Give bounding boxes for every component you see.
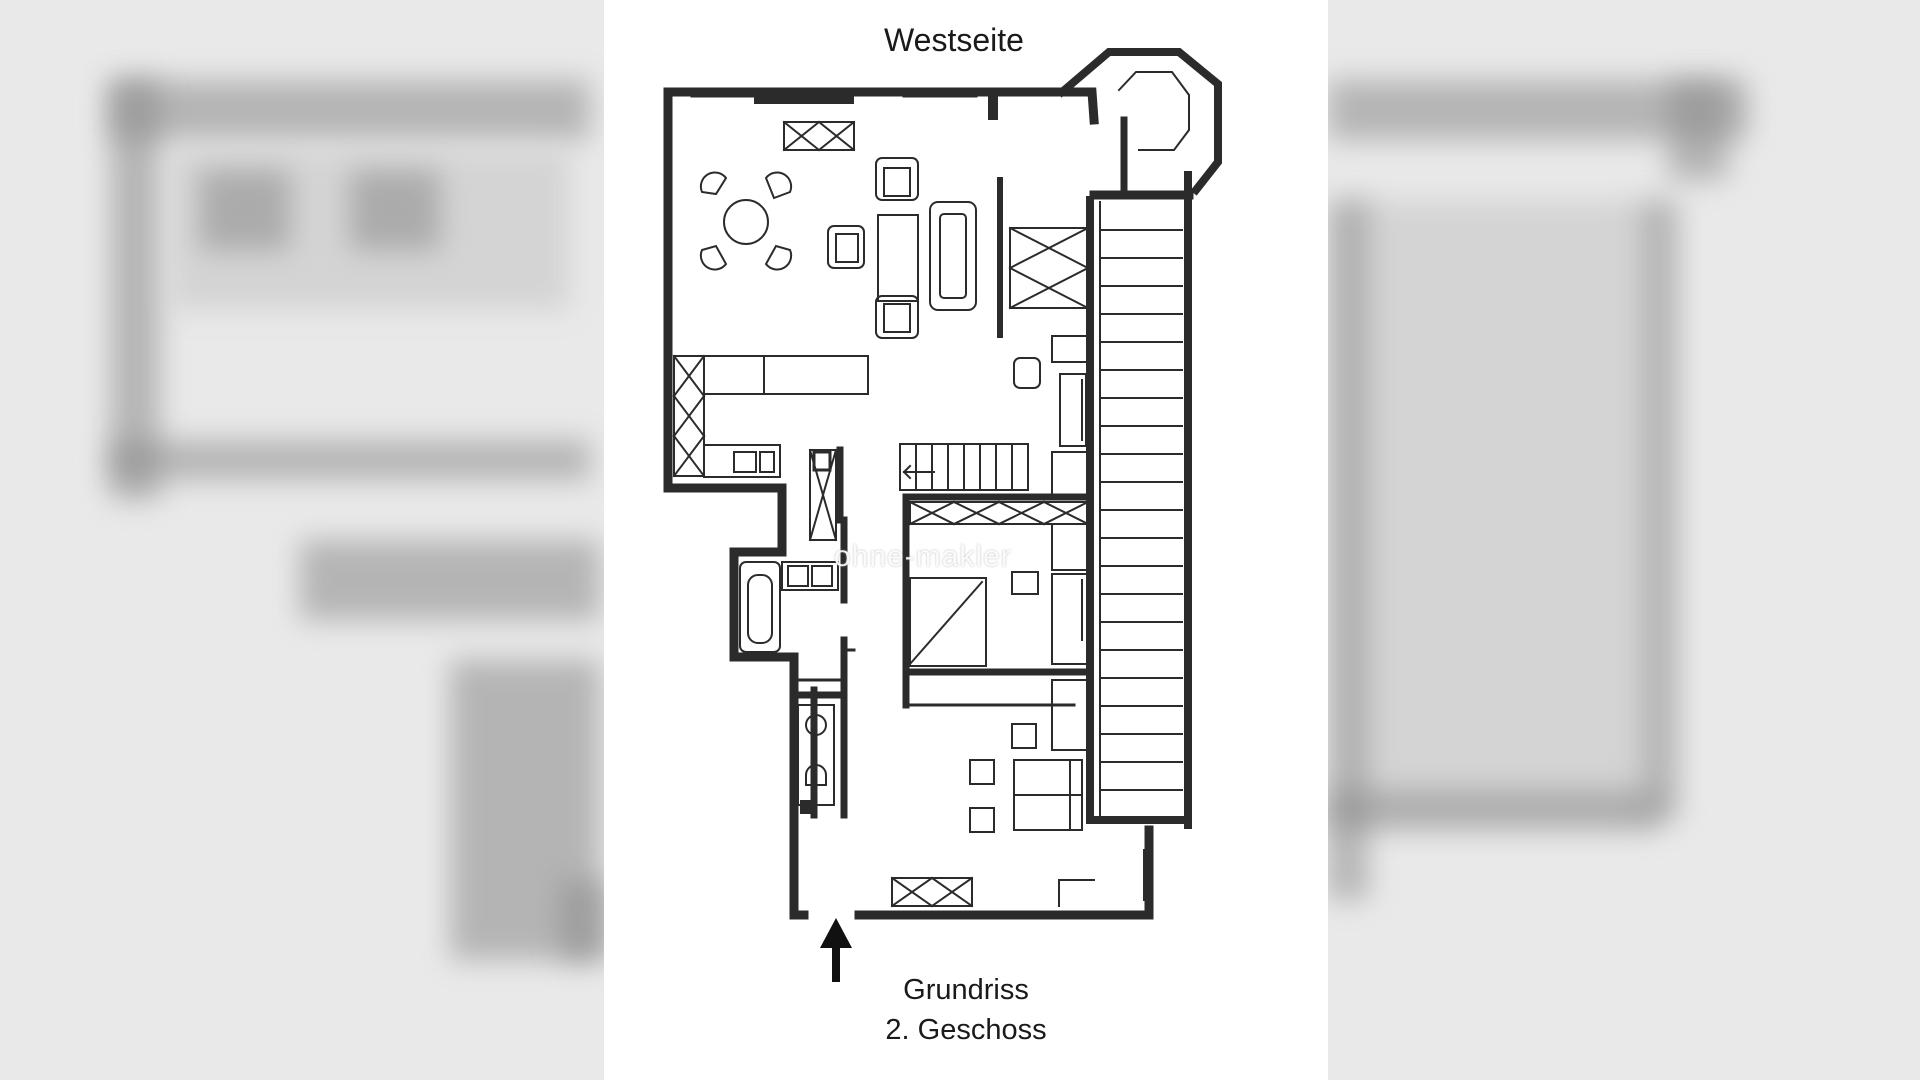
closet-hall (808, 448, 838, 542)
orientation-label: Westseite (884, 22, 1024, 58)
bed (908, 523, 1089, 667)
bedroom-wardrobe (908, 500, 1090, 526)
coffee-table-set (827, 157, 977, 339)
wardrobe-living (997, 177, 1090, 338)
up-arrow-icon (820, 918, 852, 982)
staircase (1086, 171, 1192, 829)
plan-caption: Grundriss 2. Geschoss (816, 970, 1116, 1050)
caption-title: Grundriss (903, 974, 1029, 1006)
floor-plan-drawing (663, 48, 1222, 1080)
caption-floor: 2. Geschoss (885, 1014, 1047, 1046)
bathroom-fixtures (739, 561, 839, 653)
kitchen-counter (672, 354, 869, 478)
study-furniture (969, 679, 1095, 907)
round-table (699, 171, 793, 271)
watermark-text: ohne-makler (834, 540, 1012, 573)
outer-walls (663, 87, 1194, 920)
right-blurred-backdrop (1328, 0, 1920, 1080)
floor-plan-panel: Westseite ohne-makler Grundriss 2. Gesch… (604, 0, 1328, 1080)
bay-window (1056, 48, 1222, 196)
inner-stair (899, 443, 1029, 491)
left-blurred-backdrop (0, 0, 604, 1080)
cabinet-top (782, 120, 856, 152)
cabinet-bottom (890, 876, 974, 908)
wc-fixtures (797, 704, 835, 814)
living-chair (1013, 335, 1089, 497)
interior-walls (790, 116, 1128, 819)
